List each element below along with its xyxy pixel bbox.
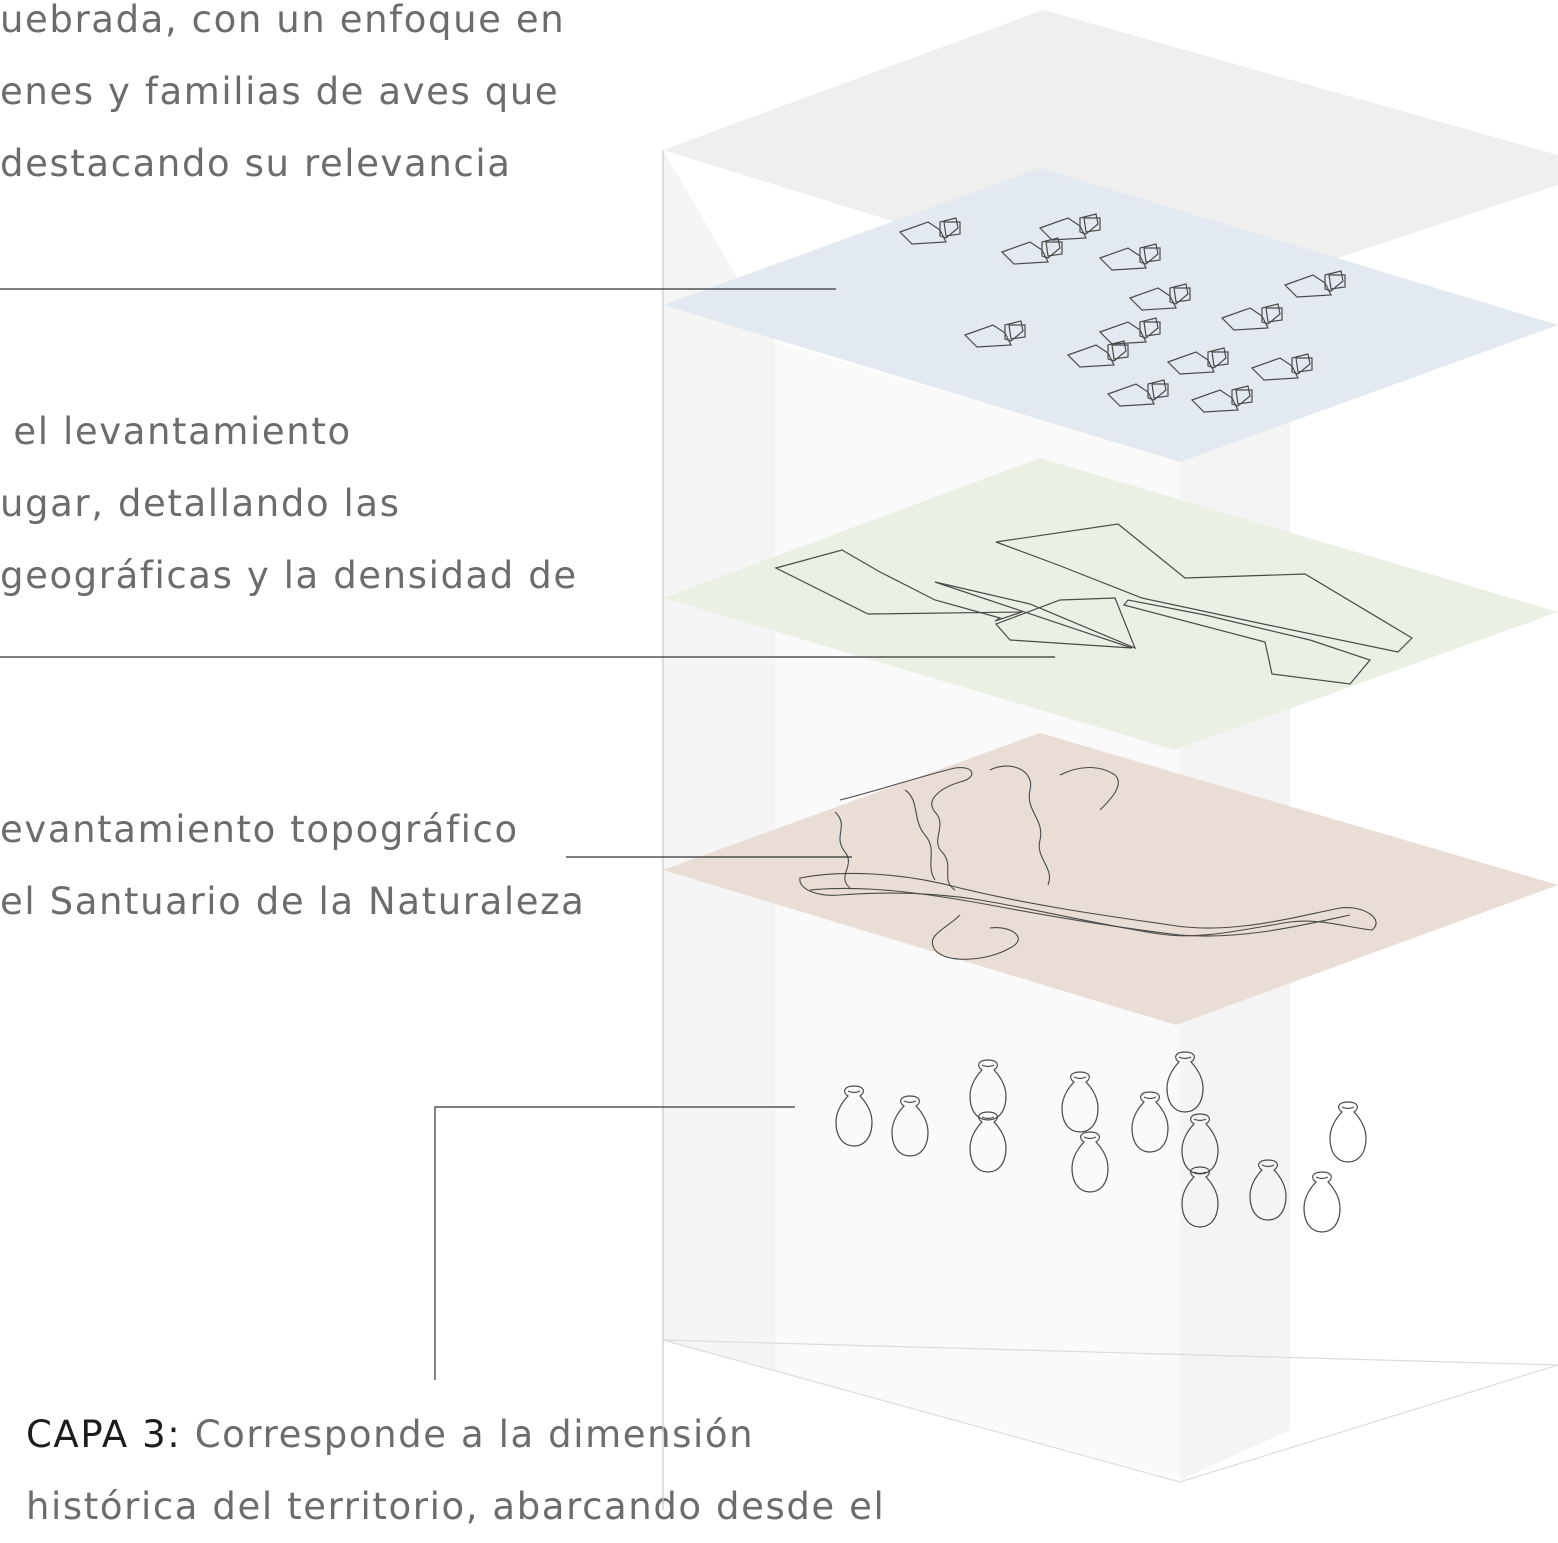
layer-2-line-1: evantamiento topográfico <box>0 808 519 851</box>
clay-vessel-icon <box>1329 1101 1367 1163</box>
layer-1-description: CAPA 3: Corresponde a la dimensión histó… <box>26 1399 885 1543</box>
birds-plane <box>663 168 1558 462</box>
land-use-outlines <box>774 523 1413 685</box>
topographic-plane <box>663 733 1558 1025</box>
layer-1-line-1: CAPA 3: Corresponde a la dimensión <box>26 1399 885 1471</box>
layer-3-line-3: geográficas y la densidad de <box>0 554 578 597</box>
layer-3-line-2: ugar, detallando las <box>0 482 401 525</box>
layer-4-description: uebrada, con un enfoque en enes y famili… <box>0 0 565 200</box>
layer-4-line-1: uebrada, con un enfoque en <box>0 0 566 41</box>
layer-4-line-2: enes y familias de aves que <box>0 70 560 113</box>
layer-1-line-1-text: Corresponde a la dimensión <box>181 1413 755 1456</box>
topographic-contours <box>799 765 1377 960</box>
layer-3-description: el levantamiento ugar, detallando las ge… <box>0 396 578 612</box>
land-use-plane <box>663 458 1558 750</box>
layer-4-line-3: destacando su relevancia <box>0 142 512 185</box>
leader-line-history <box>434 1106 795 1380</box>
layer-2-description: evantamiento topográfico el Santuario de… <box>0 794 585 938</box>
leader-lines <box>0 288 1055 1380</box>
top-plane <box>663 10 1558 310</box>
layer-2-line-2: el Santuario de la Naturaleza <box>0 880 586 923</box>
layer-3-line-1: el levantamiento <box>0 410 352 453</box>
layer-diagram <box>0 10 1558 1510</box>
layer-label: CAPA 3: <box>26 1413 182 1456</box>
clay-vessel-icon <box>1303 1171 1341 1233</box>
